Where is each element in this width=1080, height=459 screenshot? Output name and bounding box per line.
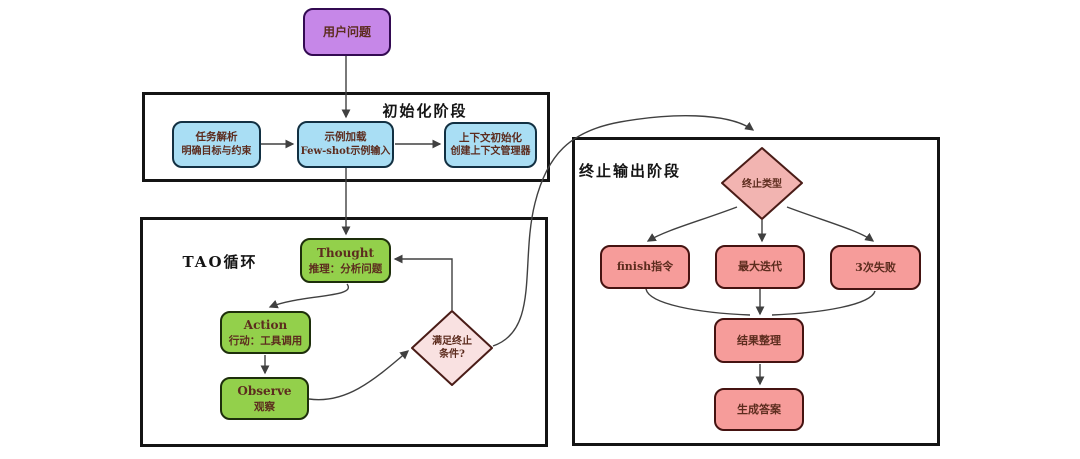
node-context-init-title: 上下文初始化 [459, 131, 522, 144]
node-three-fail-label: 3次失败 [855, 260, 896, 274]
node-user-question: 用户问题 [303, 8, 391, 56]
node-gen-answer: 生成答案 [714, 388, 804, 431]
node-observe-subtitle: 观察 [254, 400, 275, 413]
node-result-sort: 结果整理 [714, 318, 804, 363]
node-gen-answer-label: 生成答案 [737, 402, 781, 416]
node-result-sort-label: 结果整理 [737, 333, 781, 347]
node-thought-subtitle: 推理：分析问题 [308, 262, 383, 275]
node-context-init-subtitle: 创建上下文管理器 [450, 146, 531, 158]
node-context-init: 上下文初始化 创建上下文管理器 [444, 122, 537, 168]
node-action-subtitle: 行动：工具调用 [228, 334, 303, 347]
stop-type-line1: 终止类型 [742, 178, 782, 190]
node-example-load-subtitle: Few-shot示例输入 [300, 145, 391, 157]
node-thought-title: Thought [316, 245, 375, 260]
tao-loop-label: TAO循环 [182, 253, 258, 271]
terminate-output-label: 终止输出阶段 [578, 162, 681, 180]
node-finish-cmd: finish指令 [600, 245, 690, 289]
node-example-load-title: 示例加载 [324, 131, 367, 144]
node-action-title: Action [243, 317, 288, 332]
init-phase-label: 初始化阶段 [382, 102, 468, 120]
stop-type-diamond-text: 终止类型 [722, 171, 802, 197]
stop-check-line1: 满足终止 [432, 336, 472, 347]
node-task-parse: 任务解析 明确目标与约束 [172, 121, 261, 168]
node-finish-cmd-label: finish指令 [616, 260, 674, 274]
node-thought: Thought 推理：分析问题 [300, 238, 391, 283]
node-action: Action 行动：工具调用 [220, 311, 311, 354]
node-example-load: 示例加载 Few-shot示例输入 [297, 121, 394, 168]
node-observe: Observe 观察 [220, 377, 309, 420]
node-task-parse-title: 任务解析 [195, 131, 238, 144]
node-observe-title: Observe [237, 383, 292, 398]
node-max-iter: 最大迭代 [715, 245, 805, 289]
node-three-fail: 3次失败 [830, 245, 921, 290]
node-user-question-label: 用户问题 [322, 24, 371, 39]
stop-check-diamond-text: 满足终止 条件? [412, 327, 492, 369]
stop-check-line2: 条件? [439, 349, 465, 360]
node-task-parse-subtitle: 明确目标与约束 [181, 145, 252, 157]
node-max-iter-label: 最大迭代 [738, 260, 782, 274]
